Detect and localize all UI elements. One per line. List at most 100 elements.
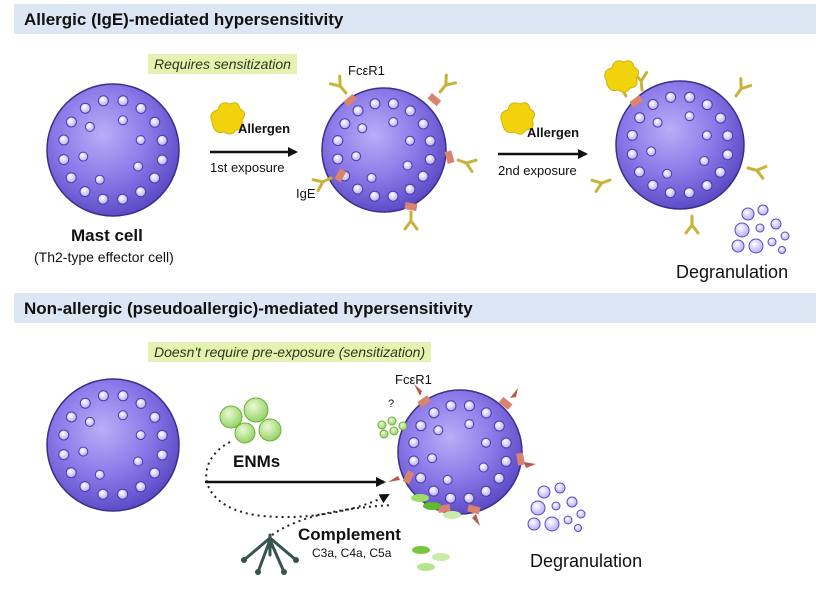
granule bbox=[415, 420, 427, 432]
granule bbox=[463, 492, 475, 504]
granule bbox=[417, 118, 429, 130]
granule bbox=[464, 419, 475, 430]
complement-label: Complement bbox=[298, 525, 401, 544]
granule bbox=[424, 135, 436, 147]
granule bbox=[715, 112, 726, 124]
granule bbox=[84, 416, 95, 427]
granule bbox=[117, 390, 129, 402]
granule bbox=[156, 429, 168, 441]
granule bbox=[78, 151, 89, 162]
granule bbox=[701, 99, 713, 111]
granule bbox=[404, 183, 416, 195]
granule bbox=[117, 95, 129, 107]
granule bbox=[78, 446, 89, 457]
granule bbox=[647, 99, 659, 110]
granule bbox=[480, 407, 492, 419]
second-exposure-label: 2nd exposure bbox=[498, 163, 577, 178]
fcer1-receptors-sensitized bbox=[334, 93, 455, 211]
granule bbox=[133, 456, 144, 467]
granule bbox=[366, 172, 377, 183]
granule bbox=[117, 115, 128, 126]
granule bbox=[463, 400, 475, 412]
granule bbox=[647, 179, 659, 191]
fcer1-receptors-2 bbox=[388, 384, 536, 526]
complement-stalk-tips bbox=[241, 557, 299, 575]
granule bbox=[156, 134, 168, 146]
granule bbox=[117, 488, 129, 500]
granule bbox=[332, 153, 344, 165]
granule bbox=[445, 492, 457, 504]
granule bbox=[652, 117, 663, 128]
mast-cell-activated bbox=[615, 80, 745, 210]
granule bbox=[683, 187, 695, 199]
granule bbox=[493, 420, 505, 432]
granule bbox=[94, 469, 105, 480]
granule bbox=[722, 130, 734, 142]
granule bbox=[428, 485, 440, 497]
granule bbox=[500, 437, 512, 449]
granule bbox=[97, 193, 109, 205]
granule bbox=[117, 193, 129, 205]
granule bbox=[79, 481, 91, 493]
granule bbox=[427, 453, 438, 464]
allergen-label-1: Allergen bbox=[238, 121, 291, 136]
allergen-blob-2 bbox=[500, 102, 536, 135]
fcer1-label-1: FcεR1 bbox=[348, 63, 385, 78]
granule bbox=[58, 429, 70, 441]
allergen-blob-1 bbox=[210, 102, 246, 135]
granule bbox=[417, 170, 429, 182]
granule bbox=[97, 95, 109, 107]
granule bbox=[387, 98, 399, 110]
granule bbox=[135, 481, 147, 493]
granule bbox=[58, 449, 70, 461]
complement-fragments-label: C3a, C4a, C5a bbox=[312, 546, 392, 560]
granule bbox=[58, 134, 70, 146]
granule bbox=[156, 154, 168, 166]
mast-cell-sensitized bbox=[321, 87, 447, 213]
granule bbox=[65, 467, 77, 479]
granule bbox=[149, 467, 161, 479]
granule bbox=[664, 187, 676, 199]
granule bbox=[149, 172, 161, 184]
allergic-section-title: Allergic (IgE)-mediated hypersensitivity bbox=[24, 10, 344, 29]
granule bbox=[135, 186, 147, 198]
granule bbox=[445, 400, 457, 412]
granule bbox=[135, 430, 146, 441]
granule bbox=[433, 425, 444, 436]
mast-cell-resting-2 bbox=[46, 378, 180, 512]
granule bbox=[156, 449, 168, 461]
granule bbox=[634, 166, 645, 178]
first-exposure-label: 1st exposure bbox=[210, 160, 285, 175]
granule bbox=[117, 410, 128, 421]
complement-stalk bbox=[242, 533, 298, 574]
granule bbox=[699, 156, 710, 166]
complement-dotted-path bbox=[271, 504, 393, 536]
granule bbox=[493, 472, 505, 484]
granule bbox=[481, 437, 491, 448]
degranulation-label-1: Degranulation bbox=[676, 262, 789, 282]
granule bbox=[149, 116, 161, 128]
allergen-label-2: Allergen bbox=[527, 125, 580, 140]
enms-label: ENMs bbox=[233, 452, 281, 471]
granule bbox=[402, 160, 413, 171]
mast-cell-activated-2 bbox=[397, 389, 523, 515]
granule bbox=[352, 183, 364, 195]
mast-cell-label: Mast cell bbox=[71, 226, 143, 245]
ige-label: IgE bbox=[296, 186, 316, 201]
granule bbox=[626, 129, 638, 141]
granule bbox=[442, 474, 453, 485]
granule bbox=[357, 123, 368, 134]
granule bbox=[135, 397, 147, 409]
granule bbox=[634, 112, 646, 124]
question-mark: ? bbox=[388, 398, 395, 410]
granule bbox=[84, 121, 95, 132]
enm-small-cluster bbox=[377, 416, 408, 439]
granule bbox=[684, 91, 696, 103]
non-allergic-section-title: Non-allergic (pseudoallergic)-mediated h… bbox=[24, 299, 473, 318]
granule bbox=[65, 116, 77, 128]
granule bbox=[79, 186, 91, 198]
mast-cell-resting bbox=[46, 83, 180, 217]
granule bbox=[665, 91, 677, 103]
granule bbox=[662, 168, 673, 179]
